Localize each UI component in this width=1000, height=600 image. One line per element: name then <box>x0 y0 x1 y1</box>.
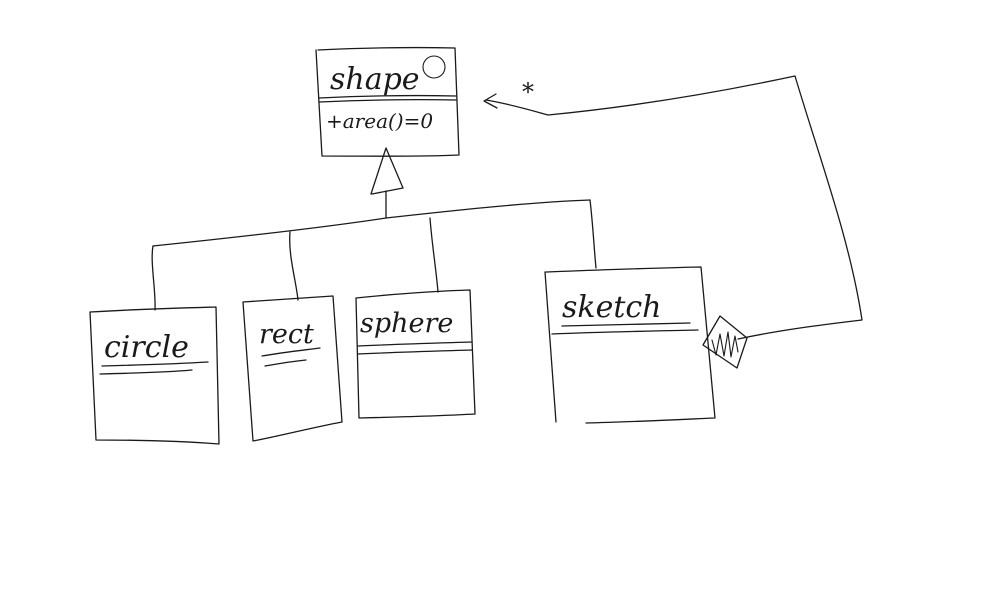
class-shape[interactable]: shape +area()=0 <box>315 46 460 157</box>
class-shape-divider <box>318 94 457 103</box>
association-arrowhead <box>483 93 498 109</box>
class-rect-name: rect <box>259 319 314 350</box>
class-rect-divider <box>261 347 321 367</box>
association-sketch-shape: * <box>483 75 863 369</box>
inheritance-bus <box>152 199 591 247</box>
class-sketch[interactable]: sketch <box>544 266 716 424</box>
class-sketch-divider <box>551 322 699 335</box>
class-circle-box <box>89 306 220 445</box>
aggregation-diamond-icon <box>702 315 748 369</box>
inheritance-arrowhead <box>370 147 404 195</box>
class-circle[interactable]: circle <box>89 306 220 445</box>
class-sphere-divider <box>357 341 473 355</box>
inheritance-drop-circle <box>151 245 156 311</box>
association-multiplicity: * <box>522 78 534 106</box>
class-sphere[interactable]: sphere <box>355 289 476 419</box>
class-sphere-name: sphere <box>360 308 453 339</box>
class-circle-divider <box>99 361 209 375</box>
class-sketch-name: sketch <box>562 290 662 325</box>
class-circle-name: circle <box>104 330 189 365</box>
class-shape-name: shape <box>330 62 420 97</box>
class-shape-method: +area()=0 <box>326 109 433 133</box>
class-rect[interactable]: rect <box>242 295 343 442</box>
class-shape-box <box>315 46 460 157</box>
inheritance-drop-sphere <box>429 217 439 293</box>
aggregation-diamond-fill <box>711 331 739 358</box>
class-rect-box <box>242 295 343 442</box>
class-sketch-box <box>544 266 716 424</box>
abstract-marker-icon <box>422 55 446 79</box>
inheritance-tree <box>151 147 597 311</box>
inheritance-drop-rect <box>289 231 299 301</box>
association-line <box>485 75 863 340</box>
class-sphere-box <box>355 289 476 419</box>
inheritance-drop-sketch <box>589 199 597 269</box>
